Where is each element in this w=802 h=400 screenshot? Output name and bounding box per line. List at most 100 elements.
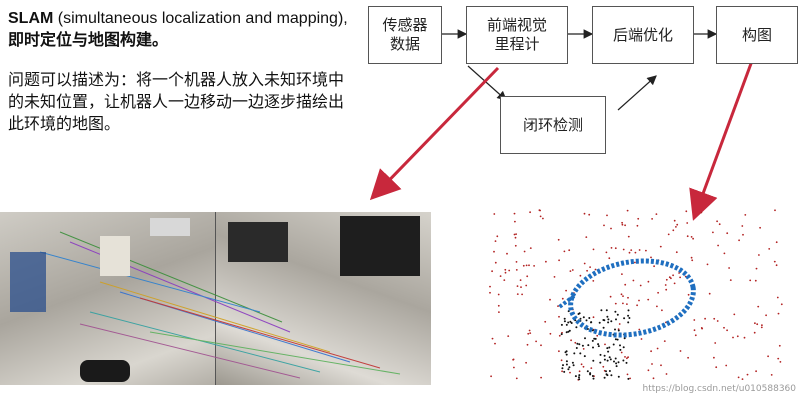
map-point-dark xyxy=(564,351,567,354)
backend-optimization-label: 后端优化 xyxy=(612,25,673,44)
map-point-dark xyxy=(586,370,589,373)
map-point xyxy=(493,213,496,215)
map-point xyxy=(558,315,560,318)
map-point xyxy=(676,223,679,226)
map-point xyxy=(515,261,518,263)
map-point xyxy=(499,275,502,277)
slam-expansion: (simultaneous localization and mapping), xyxy=(53,10,348,27)
map-point xyxy=(603,224,605,227)
map-point xyxy=(494,342,496,345)
map-point xyxy=(749,279,752,282)
map-point xyxy=(743,336,746,339)
map-point xyxy=(570,339,572,342)
map-point xyxy=(647,369,650,372)
map-point-dark xyxy=(565,331,568,334)
map-point xyxy=(630,249,633,251)
milk-carton-shape xyxy=(100,236,130,276)
map-point-dark xyxy=(627,314,630,317)
map-point-dark xyxy=(607,318,610,321)
map-point xyxy=(693,329,696,332)
map-point xyxy=(667,233,670,236)
map-point xyxy=(765,314,767,317)
map-point xyxy=(723,252,726,255)
map-point xyxy=(622,302,624,305)
map-point-dark xyxy=(603,358,606,361)
map-point-dark xyxy=(563,370,566,373)
map-point-dark xyxy=(616,313,619,316)
map-point xyxy=(627,296,629,299)
map-point-dark xyxy=(578,376,580,379)
map-point-dark xyxy=(628,317,631,319)
map-point xyxy=(563,250,566,253)
map-point xyxy=(515,269,518,271)
map-point xyxy=(519,279,522,281)
map-point xyxy=(652,377,655,380)
map-point-dark xyxy=(597,343,600,346)
map-point xyxy=(741,378,744,380)
map-point xyxy=(723,326,725,329)
map-point xyxy=(558,350,560,353)
map-point xyxy=(624,224,626,227)
map-point-dark xyxy=(575,347,578,349)
map-point-dark xyxy=(583,355,586,358)
map-point-dark xyxy=(589,373,592,376)
map-point-dark xyxy=(567,321,570,324)
map-point-dark xyxy=(617,361,620,364)
map-point xyxy=(609,295,612,298)
map-point-dark xyxy=(603,376,606,379)
map-point xyxy=(489,291,491,294)
map-point-dark xyxy=(610,320,613,323)
map-point-dark xyxy=(600,309,603,312)
map-point-dark xyxy=(614,338,617,341)
map-point-dark xyxy=(615,318,617,321)
map-point xyxy=(558,259,560,262)
map-point-dark xyxy=(592,359,595,362)
map-point xyxy=(761,324,763,327)
map-point xyxy=(670,277,672,280)
map-point xyxy=(738,239,740,242)
map-point-dark xyxy=(575,326,578,329)
map-point xyxy=(774,209,776,212)
map-point-dark xyxy=(574,375,577,378)
map-point xyxy=(700,211,703,214)
monitor-shape xyxy=(228,222,288,262)
map-point xyxy=(579,274,582,277)
monitor-shape-2 xyxy=(340,216,420,276)
map-point xyxy=(586,269,588,272)
map-point-dark xyxy=(605,309,608,312)
map-point-dark xyxy=(606,359,609,362)
map-point xyxy=(582,348,585,350)
map-point xyxy=(638,249,641,251)
map-point xyxy=(665,288,668,291)
backend-optimization-box: 后端优化 xyxy=(592,6,694,64)
map-point xyxy=(690,256,693,259)
map-point xyxy=(529,211,531,214)
map-point-dark xyxy=(623,337,626,340)
map-point xyxy=(497,304,500,307)
map-point xyxy=(636,224,639,227)
map-point xyxy=(627,235,630,238)
map-point xyxy=(618,323,621,325)
map-point-dark xyxy=(616,338,619,341)
map-point xyxy=(726,232,729,235)
feature-matching-photo xyxy=(0,212,431,385)
map-point xyxy=(568,249,571,252)
map-point-dark xyxy=(578,374,581,377)
map-point xyxy=(515,233,517,235)
map-point xyxy=(523,250,526,253)
map-point xyxy=(592,316,595,319)
map-point xyxy=(498,311,500,313)
map-point xyxy=(733,313,736,316)
map-point xyxy=(678,272,680,274)
keyboard-shape xyxy=(150,218,190,236)
trajectory-tail xyxy=(556,294,576,310)
map-point xyxy=(679,350,682,352)
map-point-dark xyxy=(572,364,575,367)
map-point xyxy=(561,370,563,373)
slam-term: SLAM xyxy=(8,10,54,27)
map-point-dark xyxy=(612,343,615,346)
map-point xyxy=(756,323,759,326)
map-point xyxy=(608,257,611,260)
map-point xyxy=(514,236,517,239)
map-point-dark xyxy=(579,352,582,355)
